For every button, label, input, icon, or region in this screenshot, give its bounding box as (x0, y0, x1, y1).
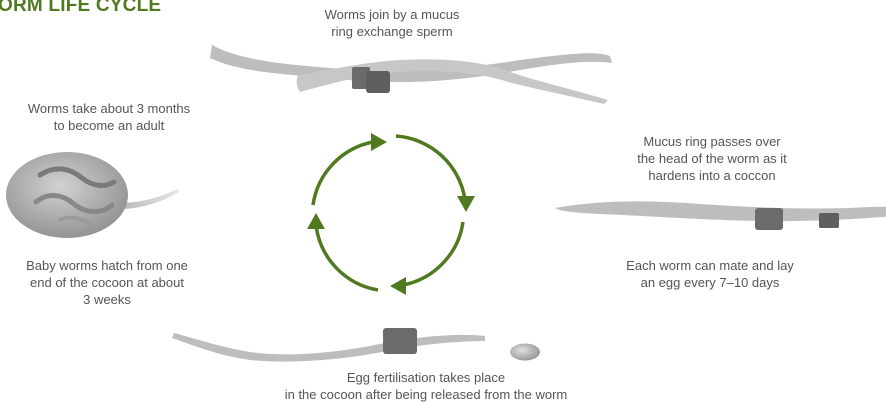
cycle-arc-top (396, 136, 465, 200)
cycle-arrowheads (307, 133, 475, 295)
cocoon-with-baby-worms (6, 152, 179, 238)
cycle-arc-left (313, 142, 373, 205)
worm-mucus-ring (555, 201, 886, 230)
mucus-band (366, 71, 390, 93)
worm-egg-release (172, 328, 540, 362)
worm-body (297, 59, 608, 104)
egg-cocoon (510, 344, 540, 361)
cycle-arc-right (403, 222, 463, 285)
cycle-arrows (313, 136, 465, 290)
cycle-arc-bottom (316, 225, 378, 290)
arrowhead-right (457, 196, 475, 212)
mucus-band (383, 328, 417, 354)
mating-worms (210, 45, 612, 104)
cocoon-forming (819, 213, 839, 228)
cocoon (6, 152, 128, 238)
worm-body (172, 333, 485, 362)
cocoon-tail (120, 189, 179, 209)
arrowhead-bottom (390, 277, 406, 295)
arrowhead-top (371, 133, 387, 151)
arrowhead-left (307, 213, 325, 229)
mucus-band (755, 208, 783, 230)
